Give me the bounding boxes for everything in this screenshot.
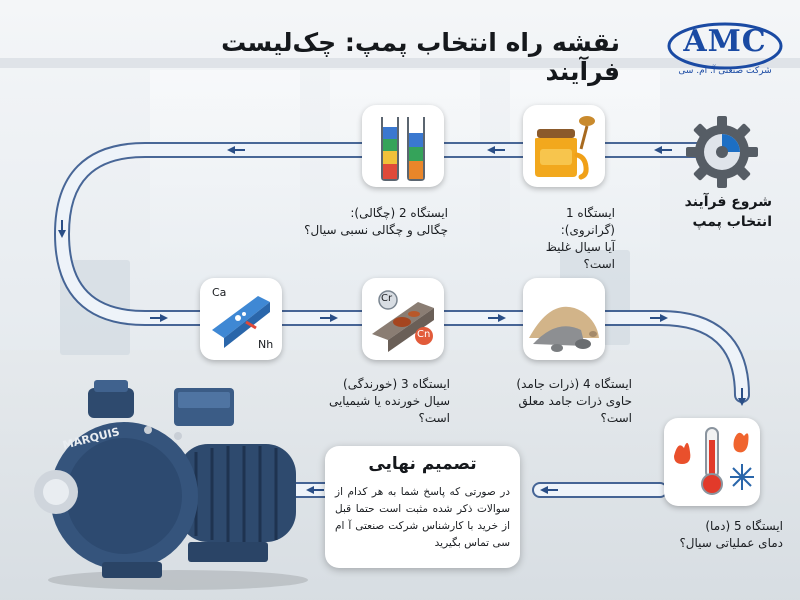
station-4-question-line-1: حاوی ذرات جامد معلق xyxy=(518,394,632,408)
density-cylinders-icon xyxy=(381,117,425,181)
station-1-heading: ایستگاه 1 (گرانروی): xyxy=(560,206,615,237)
cn-label: Cn xyxy=(417,329,431,340)
start-line-2: انتخاب پمپ xyxy=(692,214,772,230)
flow-arrows xyxy=(58,146,746,494)
station-2-label: ایستگاه 2 (چگالی): چگالی و چگالی نسبی سی… xyxy=(300,205,448,239)
station-5-tile xyxy=(664,418,760,506)
nh-label: Nh xyxy=(258,338,274,351)
logo-subtitle: شرکت صنعتی آ. ام. سی xyxy=(678,66,772,76)
honey-jar-icon xyxy=(535,116,595,180)
station-2-question: چگالی و چگالی نسبی سیال؟ xyxy=(304,223,448,237)
final-decision-body: در صورتی که پاسخ شما به هر کدام از سوالا… xyxy=(335,486,510,549)
station-2-heading: ایستگاه 2 (چگالی): xyxy=(350,206,448,220)
chemical-beam-icon xyxy=(212,296,270,348)
logo-wordmark: AMC xyxy=(683,24,767,59)
station-5-question: دمای عملیاتی سیال؟ xyxy=(679,536,783,550)
station-3-question: سیال خورنده یا شیمیایی است؟ xyxy=(328,394,450,425)
station-3-heading: ایستگاه 3 (خورندگی) xyxy=(343,377,450,391)
station-4-heading: ایستگاه 4 (ذرات جامد) xyxy=(516,377,632,391)
chromium-label: Cr xyxy=(381,293,393,304)
start-label: شروع فرآیند انتخاب پمپ xyxy=(660,192,772,232)
start-line-1: شروع فرآیند xyxy=(684,194,772,210)
chemical-reaction-tile: Ca Nh xyxy=(200,278,282,360)
station-3-label: ایستگاه 3 (خورندگی) سیال خورنده یا شیمیا… xyxy=(300,376,450,427)
station-4-tile xyxy=(523,278,605,360)
station-1-label: ایستگاه 1 (گرانروی): آیا سیال غلیظ است؟ xyxy=(525,205,615,273)
background-beam xyxy=(0,58,800,68)
station-1-tile xyxy=(523,105,605,187)
solid-particles-icon xyxy=(529,306,599,352)
station-2-tile xyxy=(362,105,444,187)
amc-logo: AMC شرکت صنعتی آ. ام. سی xyxy=(666,22,784,84)
station-3-tile: Cr Cn xyxy=(362,278,444,360)
page-title: نقشه راه انتخاب پمپ: چک‌لیست فرآیند xyxy=(221,28,620,86)
final-decision-title: تصمیم نهایی xyxy=(368,454,477,474)
centrifugal-pump-image: MARQUIS xyxy=(28,380,318,595)
final-decision-card: تصمیم نهایی در صورتی که پاسخ شما به هر ک… xyxy=(325,446,520,568)
corrosion-pipe-icon xyxy=(372,290,434,352)
pump-icon xyxy=(34,380,308,590)
station-4-label: ایستگاه 4 (ذرات جامد) حاوی ذرات جامد معل… xyxy=(500,376,632,427)
calcium-label: Ca xyxy=(212,286,227,299)
start-gear-icon xyxy=(682,112,762,192)
station-5-label: ایستگاه 5 (دما) دمای عملیاتی سیال؟ xyxy=(655,518,783,552)
station-1-question: آیا سیال غلیظ است؟ xyxy=(545,240,615,271)
logo-ring-icon xyxy=(667,22,783,70)
thermometer-icon xyxy=(674,427,754,495)
station-5-heading: ایستگاه 5 (دما) xyxy=(705,519,783,533)
background-window xyxy=(150,70,300,280)
station-4-question-line-2: است؟ xyxy=(600,411,632,425)
